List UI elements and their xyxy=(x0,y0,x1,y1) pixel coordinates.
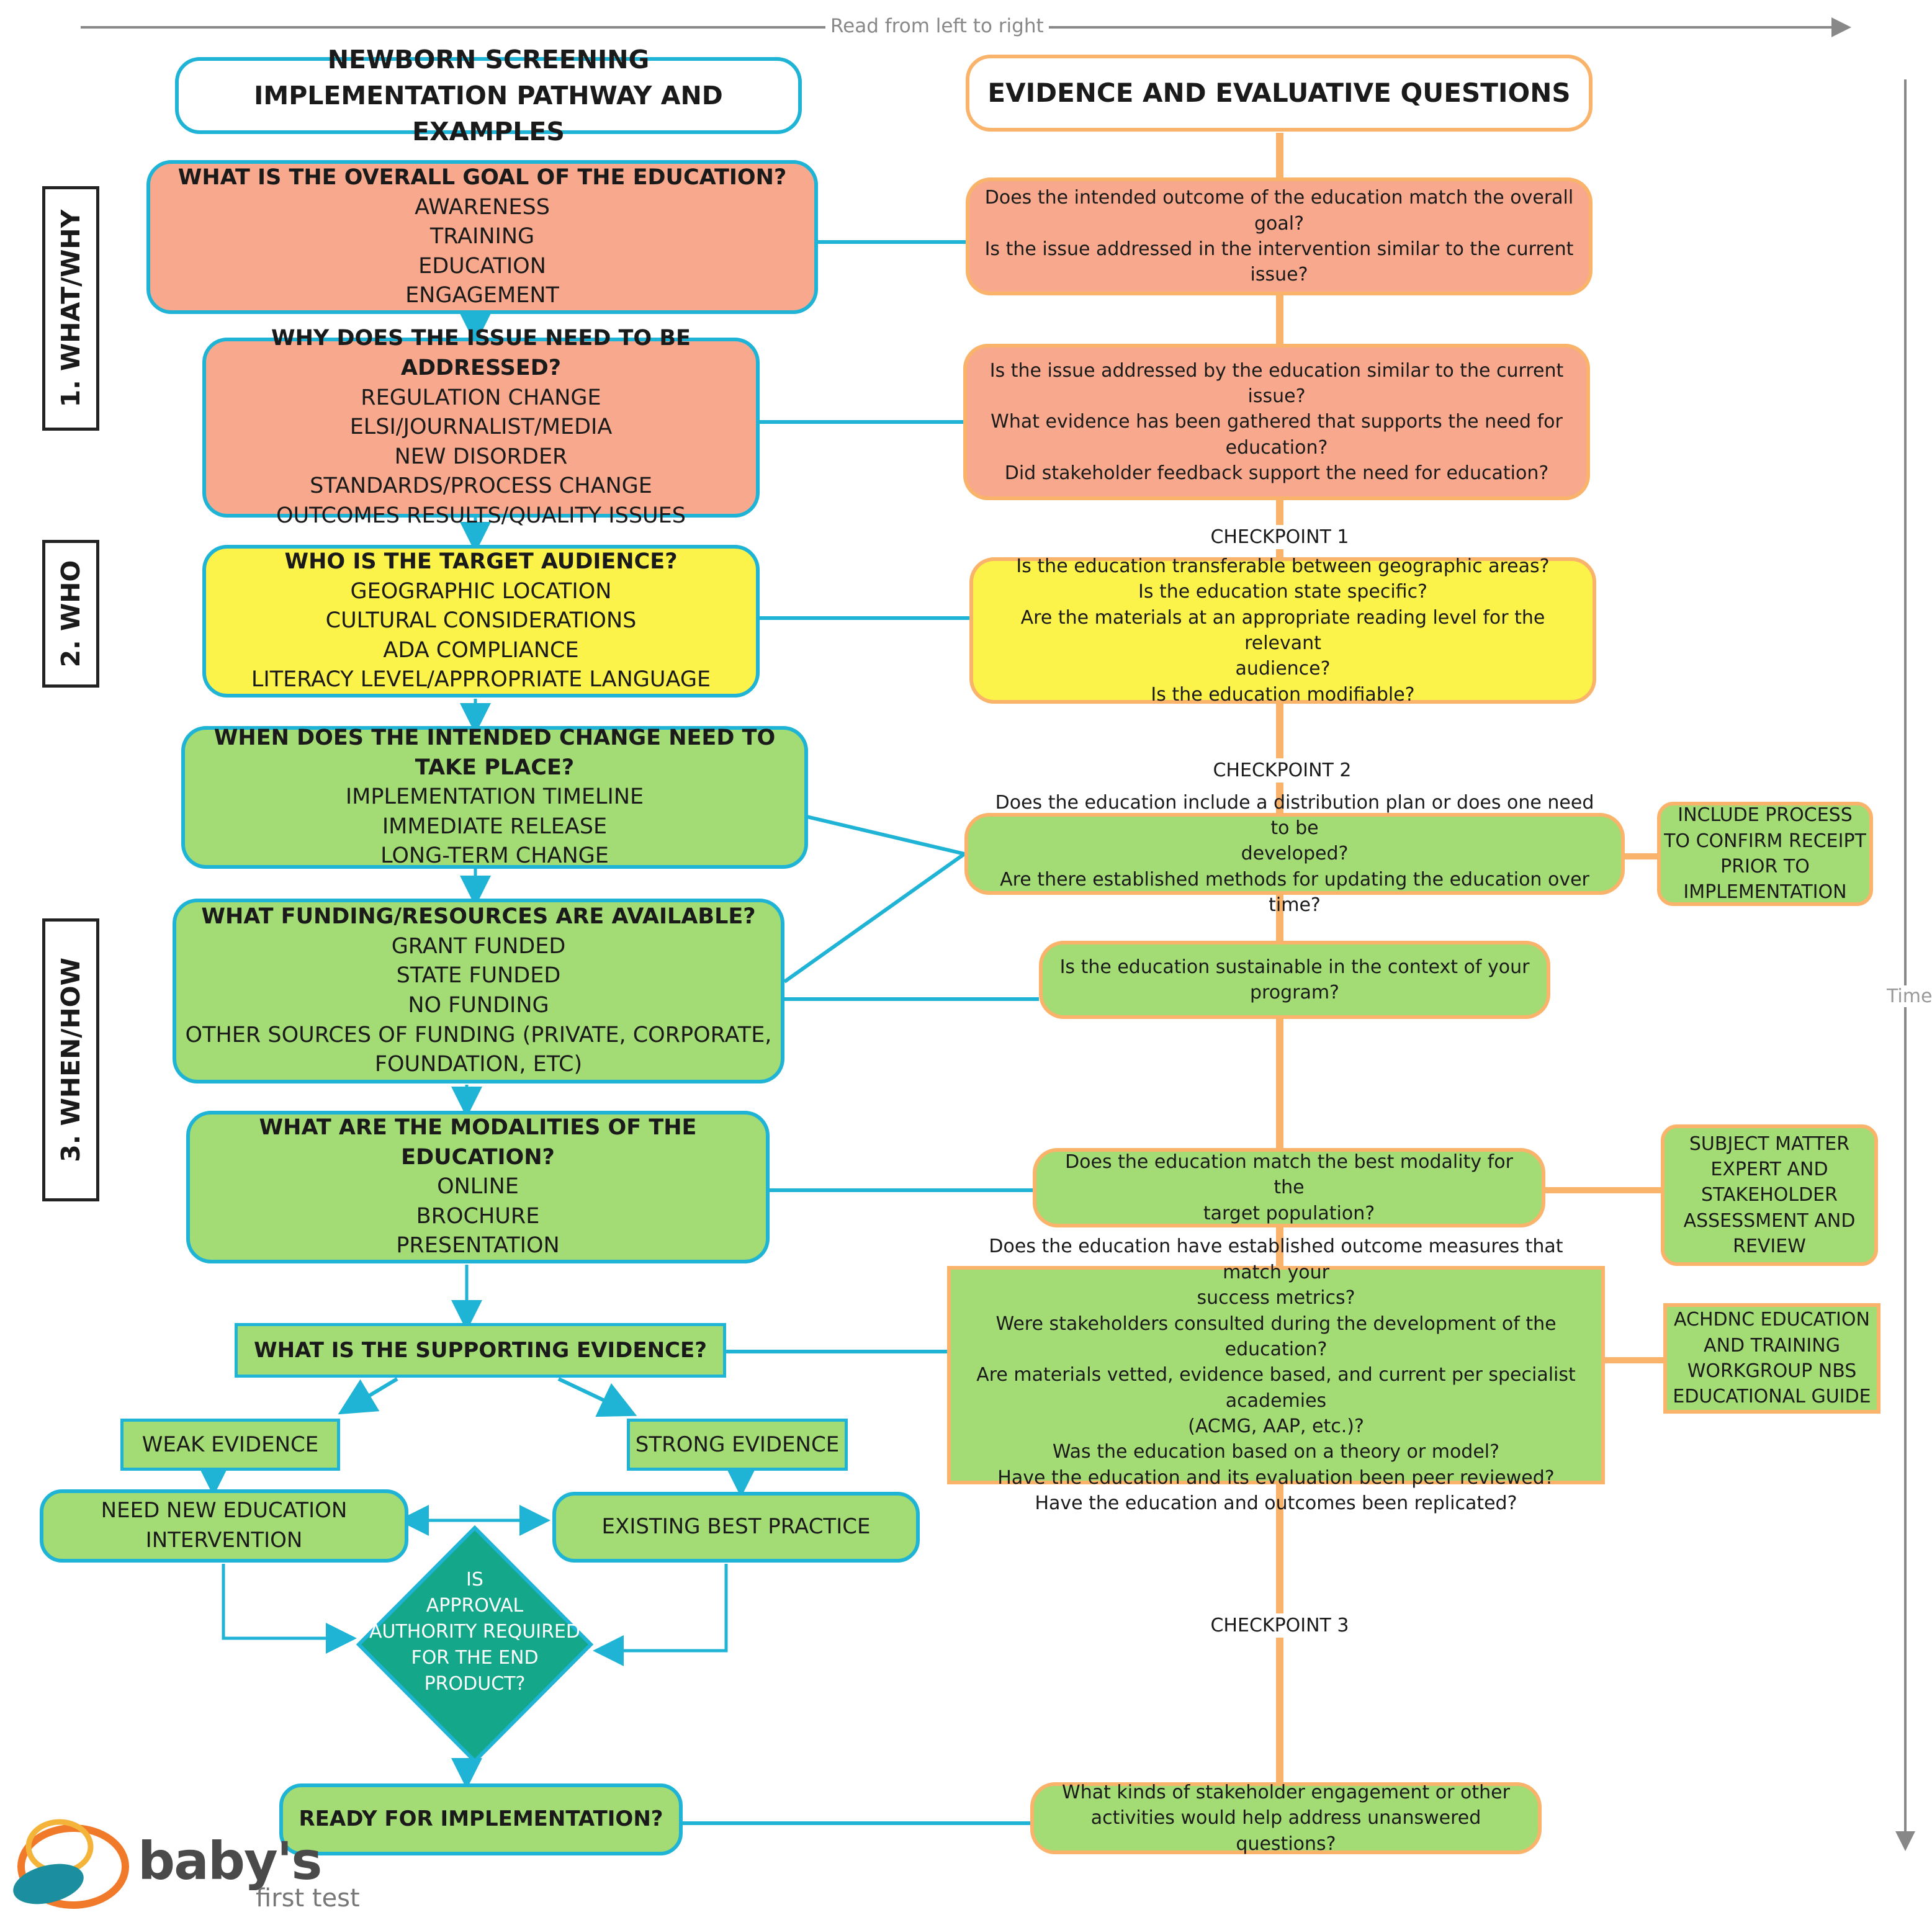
subject-matter-expert-box: SUBJECT MATTER EXPERT AND STAKEHOLDER AS… xyxy=(1661,1124,1878,1266)
evidence-question-audience: Is the education transferable between ge… xyxy=(969,555,1596,706)
include-process-box: INCLUDE PROCESS TO CONFIRM RECEIPT PRIOR… xyxy=(1657,802,1873,906)
pathway-title: NEWBORN SCREENING IMPLEMENTATION PATHWAY… xyxy=(175,45,802,146)
evidence-question-goal: Does the intended outcome of the educati… xyxy=(966,177,1593,295)
evidence-question-funding: Is the education sustainable in the cont… xyxy=(1039,941,1550,1019)
step-who: 2. WHO xyxy=(42,540,99,688)
evidence-question-supporting: Does the education have established outc… xyxy=(947,1236,1605,1514)
need-new-education-box: NEED NEW EDUCATION INTERVENTION xyxy=(40,1489,408,1563)
babys-first-test-logo-mark xyxy=(13,1819,129,1909)
step-what-why: 1. WHAT/WHY xyxy=(42,186,99,431)
funding-box: WHAT FUNDING/RESOURCES ARE AVAILABLE? GR… xyxy=(173,899,784,1083)
logo-name: baby's xyxy=(138,1831,322,1891)
checkpoint-2: CHECKPOINT 2 xyxy=(1208,758,1357,783)
achdnc-guide-box: ACHDNC EDUCATION AND TRAINING WORKGROUP … xyxy=(1663,1303,1880,1414)
strong-evidence-box: STRONG EVIDENCE xyxy=(627,1419,848,1471)
step-when-how: 3. WHEN/HOW xyxy=(42,918,99,1201)
evidence-question-timing: Does the education include a distributio… xyxy=(964,792,1625,916)
checkpoint-3: CHECKPOINT 3 xyxy=(1205,1613,1354,1638)
timing-box: WHEN DOES THE INTENDED CHANGE NEED TO TA… xyxy=(181,725,808,869)
goal-box: WHAT IS THE OVERALL GOAL OF THE EDUCATIO… xyxy=(146,160,818,314)
time-axis-label: Time xyxy=(1887,985,1932,1007)
ready-for-implementation-box: READY FOR IMPLEMENTATION? xyxy=(279,1783,683,1855)
read-direction-label: Read from left to right xyxy=(825,15,1049,37)
evidence-question-ready: What kinds of stakeholder engagement or … xyxy=(1030,1782,1542,1855)
modalities-box: WHAT ARE THE MODALITIES OF THE EDUCATION… xyxy=(186,1111,770,1263)
audience-box: WHO IS THE TARGET AUDIENCE? GEOGRAPHIC L… xyxy=(202,545,760,698)
existing-best-practice-box: EXISTING BEST PRACTICE xyxy=(552,1492,920,1563)
evidence-question-issue: Is the issue addressed by the education … xyxy=(963,344,1590,500)
evidence-question-modalities: Does the education match the best modali… xyxy=(1033,1148,1545,1227)
approval-decision-diamond xyxy=(356,1525,594,1764)
logo-tagline: first test xyxy=(256,1884,360,1913)
supporting-evidence-box: WHAT IS THE SUPPORTING EVIDENCE? xyxy=(235,1323,726,1378)
weak-evidence-box: WEAK EVIDENCE xyxy=(120,1419,340,1471)
approval-question: IS APPROVAL AUTHORITY REQUIRED FOR THE E… xyxy=(369,1569,580,1695)
evidence-title: EVIDENCE AND EVALUATIVE QUESTIONS xyxy=(966,55,1593,132)
issue-box: WHY DOES THE ISSUE NEED TO BE ADDRESSED?… xyxy=(202,326,760,528)
checkpoint-1: CHECKPOINT 1 xyxy=(1205,525,1354,549)
